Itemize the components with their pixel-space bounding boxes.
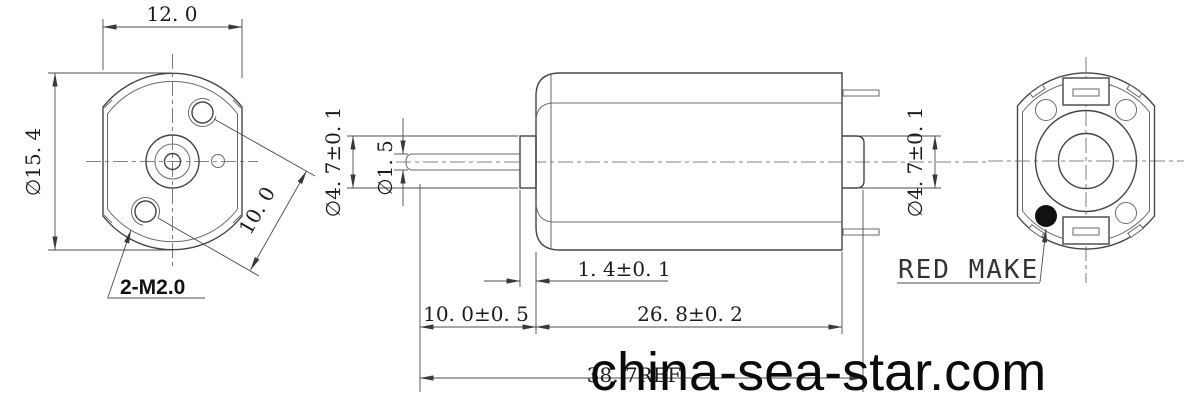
rear-vent-hole-top-right (1115, 99, 1137, 121)
rear-vent-hole-top-left (1035, 99, 1057, 121)
dim-shaft-diameter-text: ∅1. 5 (373, 140, 397, 196)
front-corner-chamfers (103, 99, 242, 224)
case-tab-top-right (1126, 83, 1143, 99)
rear-view: RED MAKE (897, 57, 1184, 285)
dim-hole-spacing: 10. 0 (157, 118, 316, 277)
rear-boss-circle (1057, 132, 1115, 190)
mounting-hole-bottom-left-thread (131, 197, 160, 226)
dim-front-boss-length: 1. 4±0. 1 (484, 257, 671, 284)
mounting-hole-top-right (191, 101, 214, 124)
body-top-edge-line (535, 102, 842, 121)
dim-shaft-length-text: 10. 0±0. 5 (423, 302, 529, 326)
dim-body-length-text: 26. 8±0. 2 (637, 302, 743, 326)
watermark-text: china-sea-star.com (590, 342, 1046, 402)
rear-vent-hole-bottom-right (1115, 202, 1137, 224)
rear-body-outline (1016, 72, 1156, 250)
mounting-hole-bottom-left (134, 200, 157, 223)
dim-shaft-diameter: ∅1. 5 (373, 118, 408, 206)
polarity-label-text: RED MAKE (898, 255, 1039, 285)
body-bottom-edge-line (535, 202, 842, 223)
dim-overall-length: 38. 7REF (419, 363, 864, 387)
case-tab-top-left (1029, 83, 1046, 99)
terminal-pin-bottom (842, 228, 880, 236)
dim-rear-boss-diameter: ∅4. 7±0. 1 (860, 107, 941, 218)
shaft (405, 153, 520, 171)
front-shaft-circle (163, 152, 182, 171)
dim-front-boss-diameter-text: ∅4. 7±0. 1 (321, 107, 345, 218)
front-bearing-circle (154, 143, 191, 180)
terminal-housing-top (1062, 77, 1110, 106)
dim-front-outer-diameter: ∅15. 4 (21, 72, 172, 251)
dim-rear-boss-diameter-text: ∅4. 7±0. 1 (903, 107, 927, 218)
dim-body-length: 26. 8±0. 2 (535, 302, 843, 330)
red-polarity-dot (1035, 205, 1057, 227)
terminal-slot-bottom (1072, 227, 1100, 236)
dim-front-boss-length-text: 1. 4±0. 1 (577, 257, 670, 281)
rear-boss (842, 135, 865, 189)
rear-body-inner-contour (1022, 80, 1150, 243)
mounting-hole-top-right-thread (188, 98, 217, 127)
front-bearing-boss-circle (145, 134, 200, 189)
rear-endcap-circle (1034, 109, 1138, 213)
dim-front-outer-diameter-text: ∅15. 4 (21, 128, 45, 196)
dim-front-boss-diameter: ∅4. 7±0. 1 (321, 107, 518, 218)
front-pilot-hole (211, 154, 225, 168)
dim-front-width: 12. 0 (102, 2, 243, 78)
case-tab-bottom-left (1028, 223, 1045, 239)
mounting-holes-label: 2-M2.0 (107, 229, 205, 299)
dim-shaft-length: 10. 0±0. 5 (419, 302, 537, 330)
terminal-housing-bottom (1062, 216, 1110, 245)
front-view: 12. 0 ∅15. 4 10. 0 2-M2.0 (21, 2, 316, 299)
dim-front-width-text: 12. 0 (147, 2, 198, 26)
motor-body (535, 72, 843, 251)
side-view: ∅4. 7±0. 1 ∅1. 5 1. 4±0. 1 10. 0±0. 5 26… (321, 72, 986, 392)
dim-overall-length-text: 38. 7REF (587, 363, 682, 387)
terminal-slot-top (1072, 88, 1100, 97)
terminal-pin-top (842, 89, 880, 97)
front-body-inner-contour (107, 80, 238, 243)
front-boss (519, 135, 537, 189)
mounting-holes-label-text: 2-M2.0 (120, 276, 185, 299)
case-tab-bottom-right (1127, 223, 1144, 239)
polarity-label: RED MAKE (897, 228, 1048, 285)
front-body-outline (102, 72, 243, 251)
